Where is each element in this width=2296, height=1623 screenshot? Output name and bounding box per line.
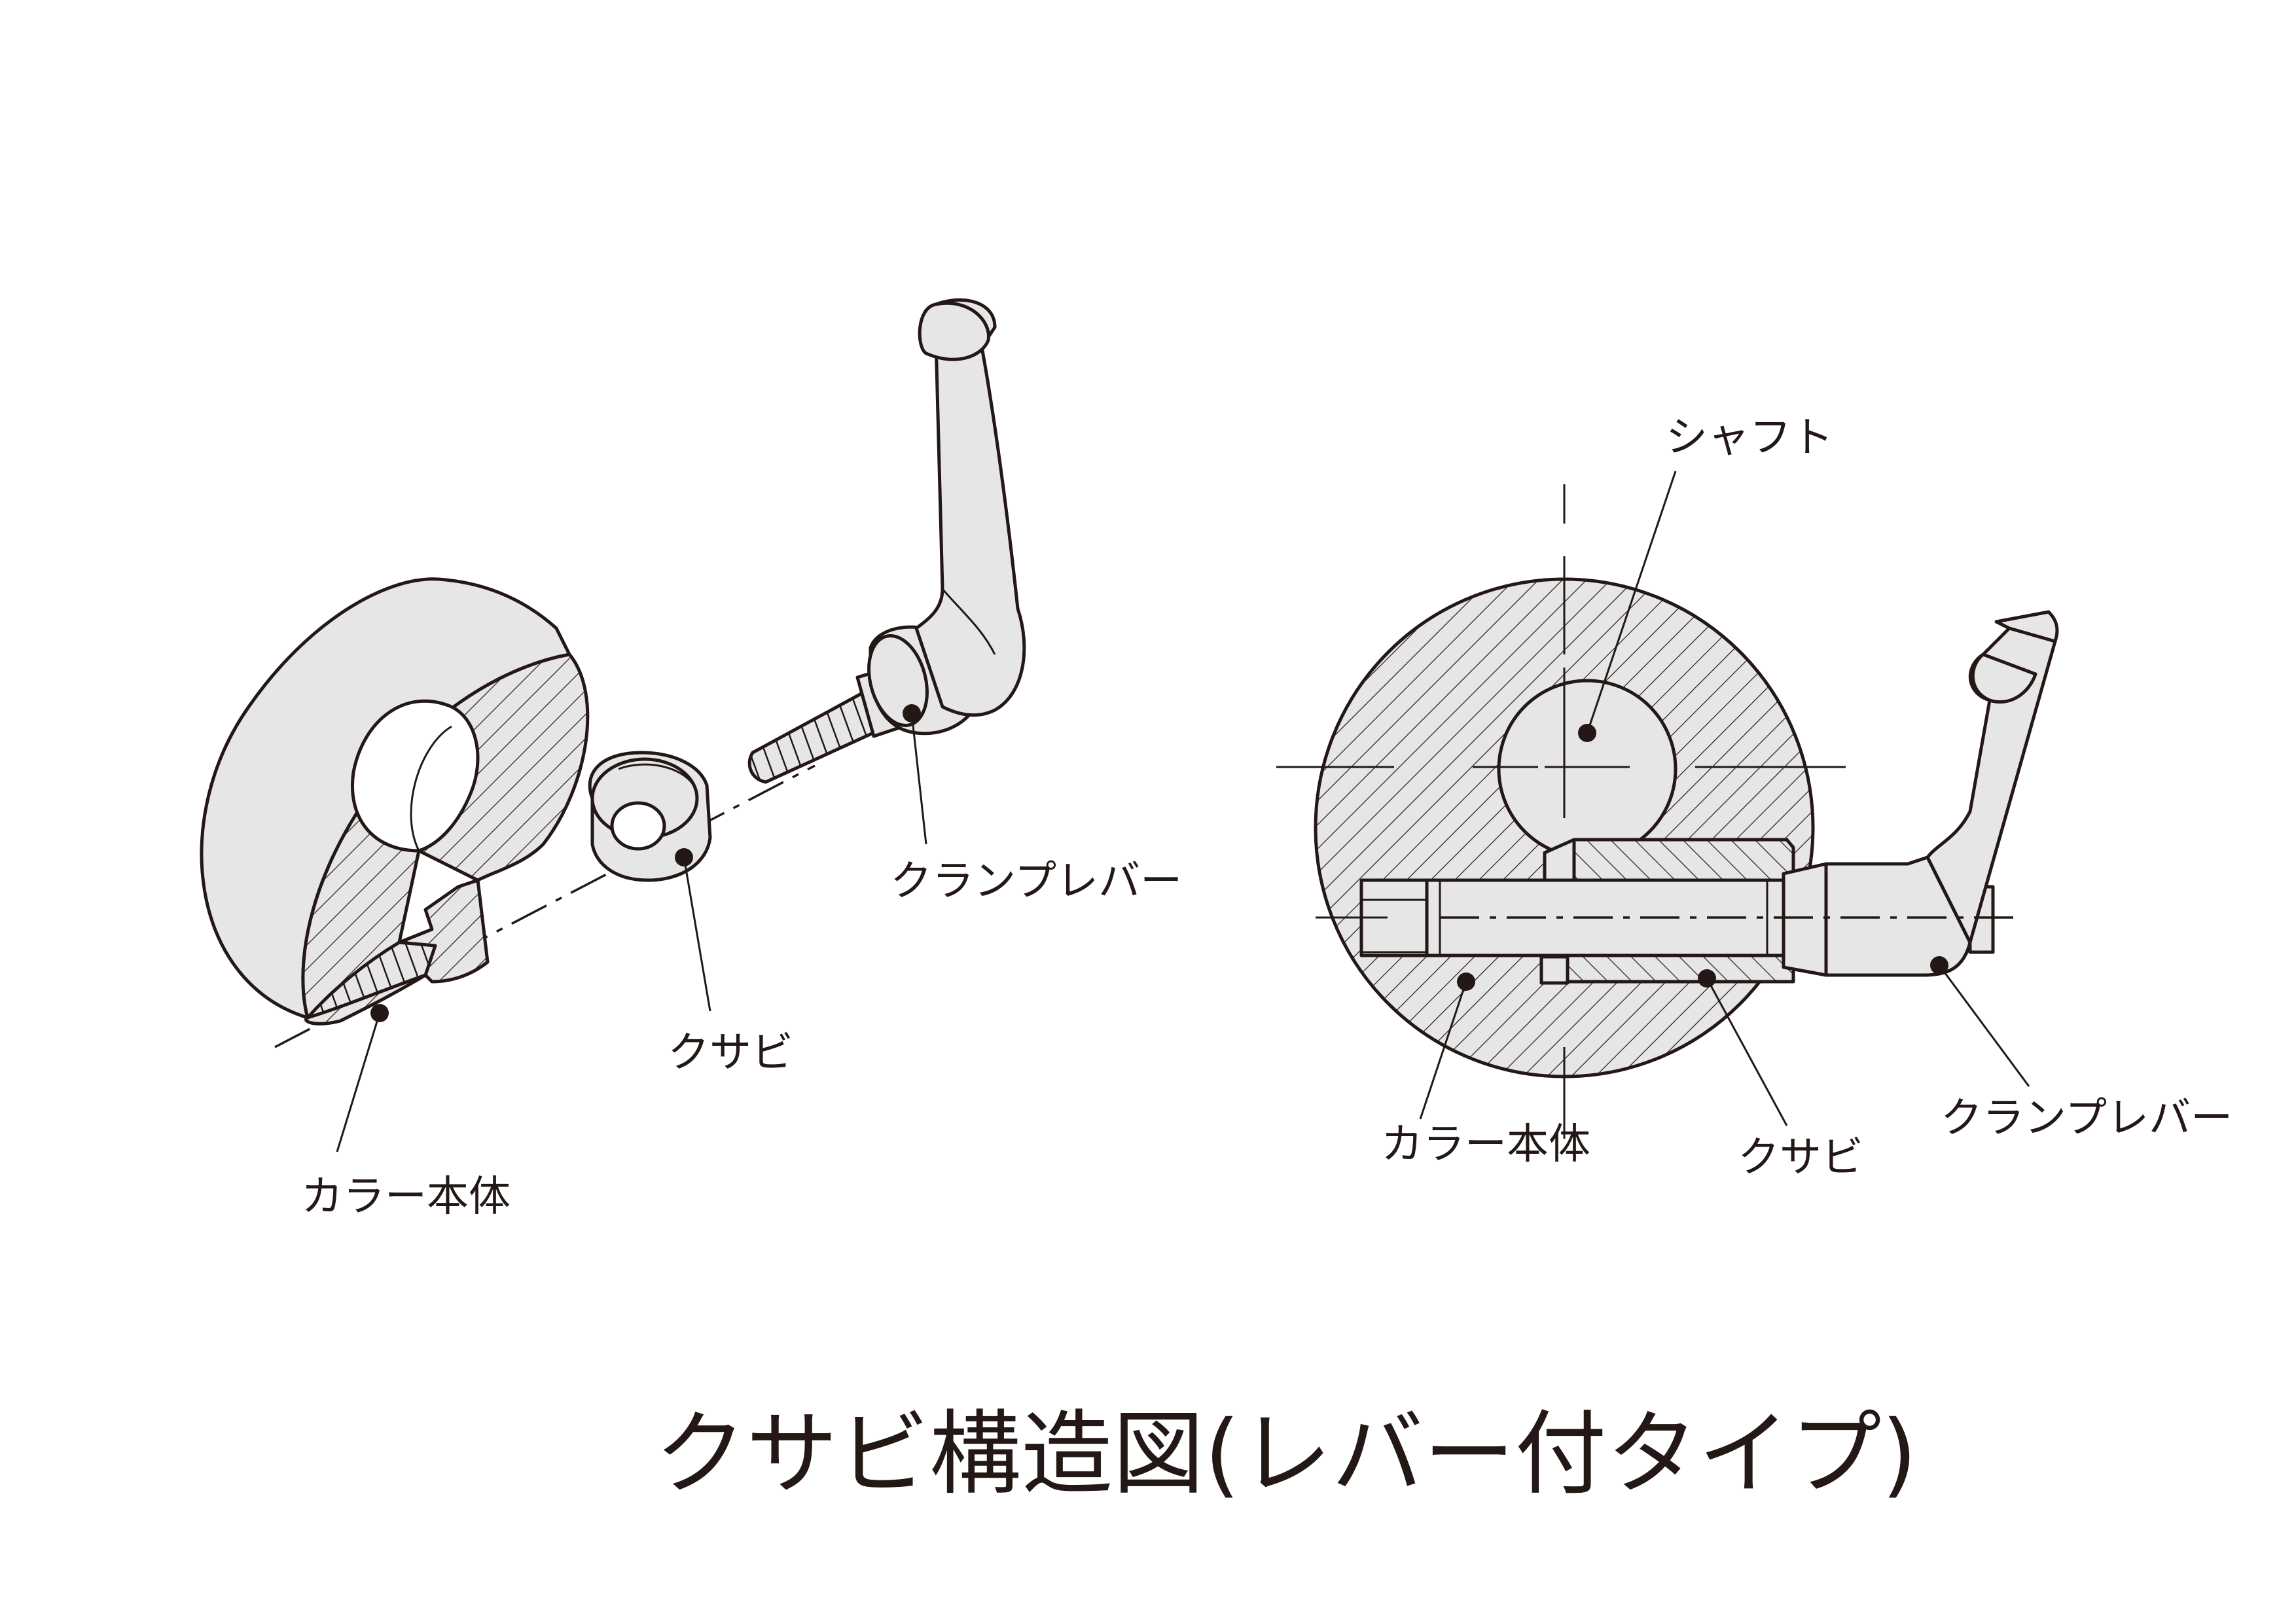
right-wedge-leader [1698,969,1788,1126]
right-collar-leader [1419,972,1475,1120]
clamp-lever-3d [747,298,1026,784]
exploded-view: カラー本体 クサビ クランプレバー [200,298,1182,1221]
label-right-lever: クランプレバー [1941,1094,2233,1143]
label-right-collar: カラー本体 [1381,1120,1590,1169]
label-left-wedge: クサビ [668,1029,793,1077]
label-left-lever: クランプレバー [890,857,1182,906]
right-shaft-leader [1578,471,1677,742]
label-right-shaft: シャフト [1666,414,1833,462]
right-lever-leader [1930,956,2030,1087]
left-wedge-leader [675,848,711,1012]
collar-body-3d [200,577,590,1026]
label-right-wedge: クサビ [1738,1133,1863,1182]
label-left-collar: カラー本体 [301,1173,511,1221]
left-collar-leader [336,1004,389,1152]
cross-section-view: シャフト カラー本体 クサビ クランプレバー [1276,414,2233,1182]
diagram-caption: クサビ構造図(レバー付タイプ) [655,1401,1917,1508]
clamp-lever-section [1782,610,2059,977]
wedge-3d [588,751,712,882]
shaft-section [1497,679,1677,859]
left-lever-leader [903,704,927,845]
